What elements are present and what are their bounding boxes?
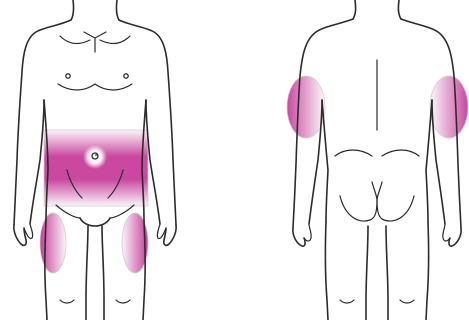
zone-left-thigh (40, 213, 66, 273)
zone-right-upper-arm (430, 76, 468, 138)
navel-marker (83, 145, 107, 169)
back-body-outline (293, 0, 461, 320)
zone-left-upper-arm (287, 76, 325, 138)
front-view (14, 0, 176, 320)
back-view (287, 0, 468, 320)
